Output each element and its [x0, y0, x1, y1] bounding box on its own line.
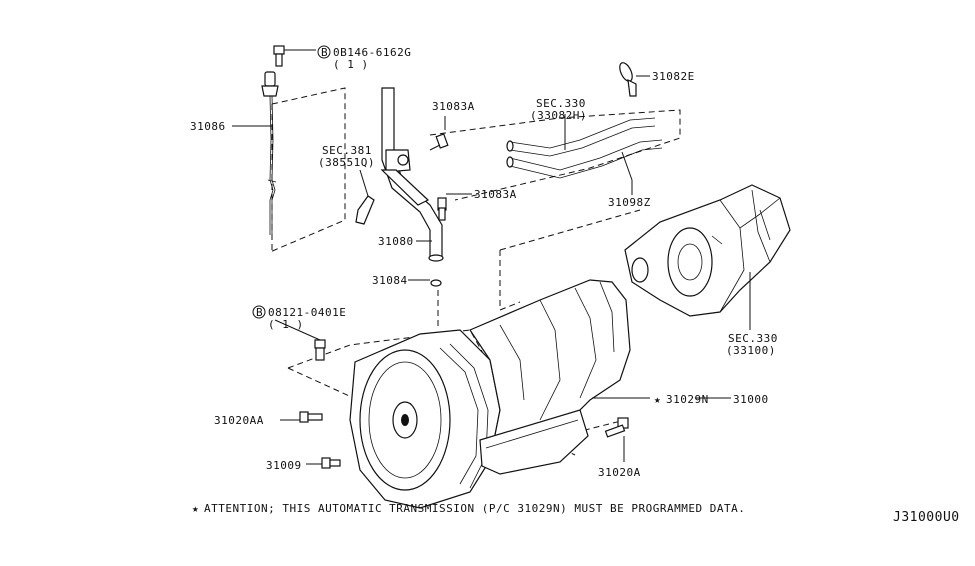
- bolt-31083A-1: [429, 116, 449, 151]
- leader-lines: [232, 125, 731, 399]
- label-bolt-top-qty: ( 1 ): [333, 58, 369, 71]
- cooler-hoses: [506, 114, 663, 195]
- diagram-code: J31000U0: [893, 510, 960, 525]
- bolt-top: [273, 45, 316, 67]
- label-31080: 31080: [378, 235, 414, 248]
- label-bolt-top-code: 0B146-6162G: [333, 46, 411, 59]
- transfer-case: [624, 184, 791, 330]
- bolt-mid-circle-symbol: B: [256, 306, 263, 319]
- label-bolt-mid-qty: ( 1 ): [268, 318, 304, 331]
- label-31083A-top: 31083A: [432, 100, 475, 113]
- label-31000: 31000: [733, 393, 769, 406]
- label-bolt-mid-code: 08121-0401E: [268, 306, 346, 319]
- label-sec330-top: SEC.330: [536, 97, 586, 110]
- label-sec381-sub: (38551Q): [318, 156, 375, 169]
- charging-pipe-31080: [380, 87, 444, 287]
- label-31086: 31086: [190, 120, 226, 133]
- dipstick-31086: [261, 71, 279, 235]
- footnote-text: ATTENTION; THIS AUTOMATIC TRANSMISSION (…: [204, 502, 745, 515]
- label-31009: 31009: [266, 459, 302, 472]
- bolt-31020A: [604, 417, 629, 462]
- bolt-31020AA: [280, 411, 323, 423]
- bolt-upper-left: [274, 319, 326, 361]
- part-labels: B 0B146-6162G ( 1 ) 31082E 31086 31083A …: [190, 45, 778, 479]
- footnote: ★ ATTENTION; THIS AUTOMATIC TRANSMISSION…: [192, 502, 745, 515]
- star-31029N: ★: [654, 393, 661, 406]
- label-31082E: 31082E: [652, 70, 695, 83]
- label-sec330-case: SEC.330: [728, 332, 778, 345]
- footnote-star: ★: [192, 502, 199, 515]
- label-31084: 31084: [372, 274, 408, 287]
- cap-31082E: [619, 62, 650, 97]
- label-31020A: 31020A: [598, 466, 641, 479]
- label-31020AA: 31020AA: [214, 414, 264, 427]
- bolt-31009: [306, 457, 341, 469]
- label-sec381: SEC.381: [322, 144, 372, 157]
- bolt-31083A-2: [437, 193, 472, 221]
- label-31029N: 31029N: [666, 393, 709, 406]
- label-sec330-case-sub: (33100): [726, 344, 776, 357]
- transmission-assembly: [349, 279, 650, 509]
- label-31083A-lower: 31083A: [474, 188, 517, 201]
- bolt-top-circle-symbol: B: [321, 46, 328, 59]
- label-31098Z: 31098Z: [608, 196, 651, 209]
- label-sec330-top-sub: (33082H): [530, 109, 587, 122]
- sec381-part: [355, 169, 375, 225]
